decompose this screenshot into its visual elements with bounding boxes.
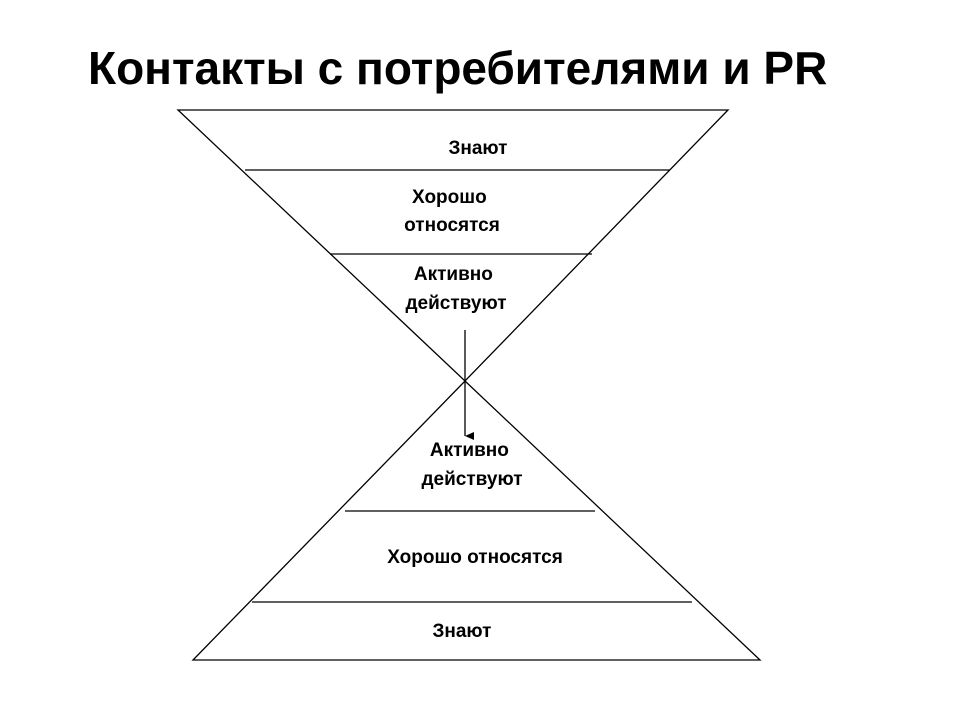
funnel-top-level-2-line-2: относятся [404, 215, 500, 236]
funnel-top-level-2-line-1: Хорошо [412, 187, 487, 208]
funnel-bottom-level-1-line-2: действуют [421, 469, 522, 490]
funnel-top-level-2-label: Хорошо относятся [404, 187, 500, 236]
funnel-bottom-level-1-label: Активно действуют [421, 440, 522, 490]
funnel-bottom-level-1-line-1: Активно [430, 440, 509, 461]
funnel-top-level-1-label: Знают [448, 138, 507, 159]
funnel-top-outline [176, 109, 730, 382]
funnel-top-level-1-line-1: Знают [448, 138, 507, 159]
funnel-bottom-outline [191, 380, 762, 661]
funnel-bottom-level-3-label: Знают [432, 621, 491, 642]
funnel-bottom: Активно действуют Хорошо относятся Знают [191, 380, 762, 661]
funnel-bottom-level-2-label: Хорошо относятся [387, 547, 563, 568]
funnel-top-level-3-label: Активно действуют [405, 264, 506, 314]
funnel-bottom-level-3-line-1: Знают [432, 621, 491, 642]
funnel-bottom-level-2-line-1: Хорошо относятся [387, 547, 563, 568]
funnel-top-level-3-line-2: действуют [405, 293, 506, 314]
slide-title: Контакты с потребителями и PR [88, 42, 828, 94]
funnel-top: Знают Хорошо относятся Активно действуют [176, 109, 730, 382]
funnel-top-level-3-line-1: Активно [414, 264, 493, 285]
